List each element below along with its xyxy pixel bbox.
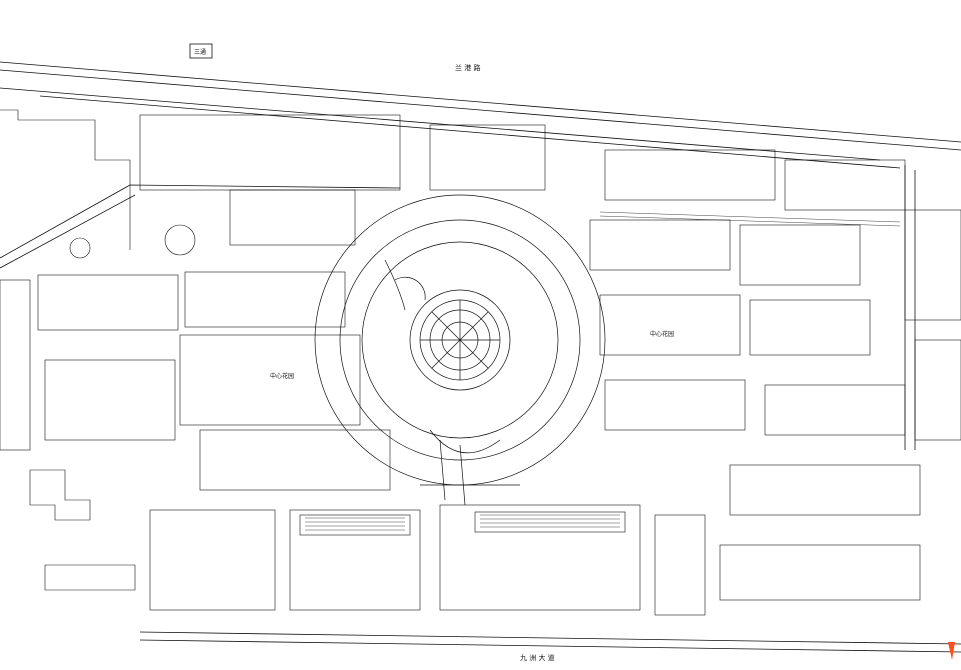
south-road-label: 九 洲 大 道 bbox=[520, 653, 555, 662]
east-buildings bbox=[429, 124, 961, 601]
parking-strips bbox=[305, 211, 901, 531]
accent-marker bbox=[948, 642, 955, 660]
central-plaza bbox=[314, 194, 606, 506]
north-sign: 三通 bbox=[189, 43, 213, 59]
north-road-label: 兰 港 路 bbox=[455, 63, 480, 72]
west-buildings bbox=[0, 109, 401, 591]
plaza-west-label: 中心花园 bbox=[270, 372, 294, 380]
south-buildings bbox=[149, 504, 706, 616]
sign-text: 三通 bbox=[194, 48, 206, 56]
plaza-east-label: 中心花园 bbox=[650, 330, 674, 338]
